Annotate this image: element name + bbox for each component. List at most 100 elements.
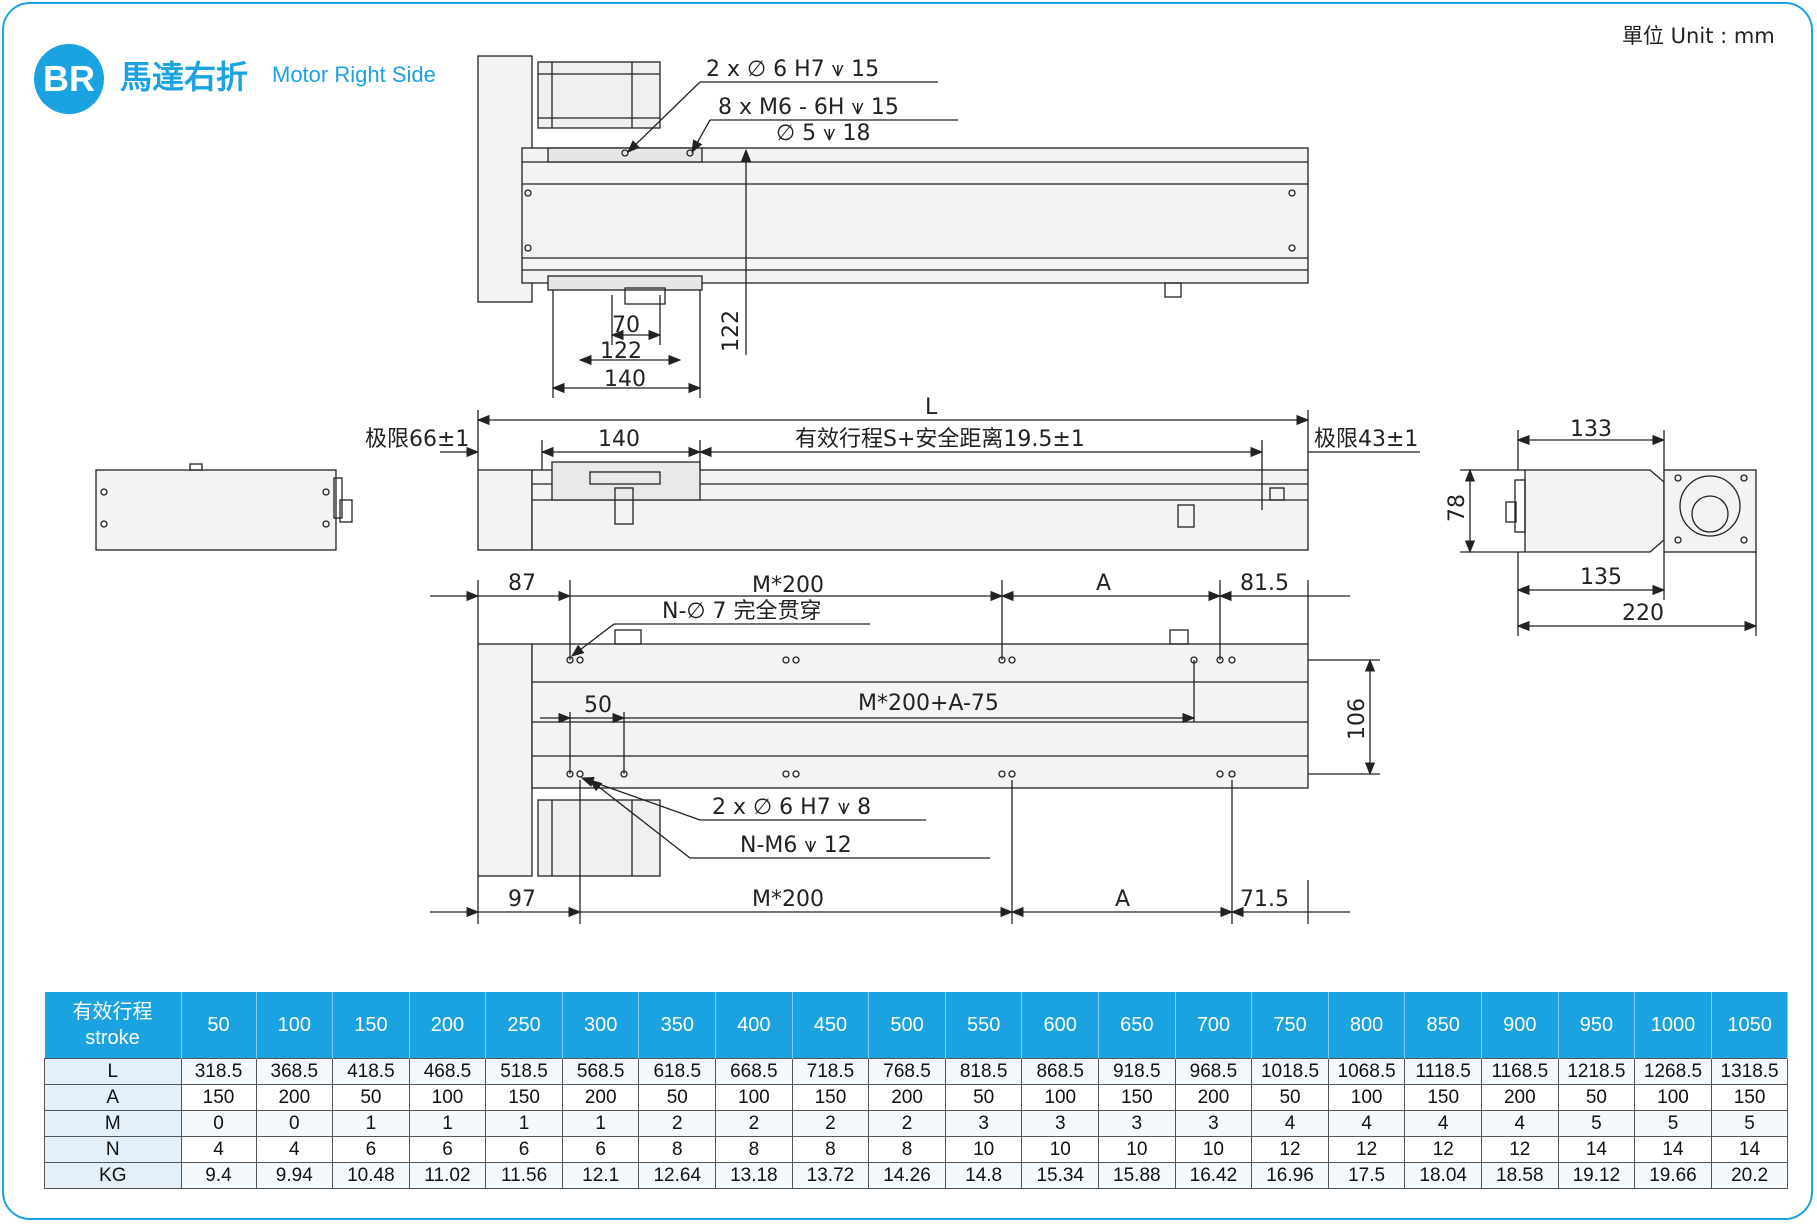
side-dim-140: 140 — [598, 427, 640, 452]
bottom-dim-87: 87 — [508, 571, 536, 596]
bottom-dim-81-5: 81.5 — [1240, 571, 1289, 596]
table-cell: 100 — [1327, 1084, 1406, 1111]
table-cell: 6 — [408, 1136, 487, 1163]
table-header-stroke: 850 — [1404, 992, 1482, 1059]
table-row-label: A — [44, 1084, 182, 1111]
top-tap-note: 8 x M6 - 6H ⩛ 15 — [718, 95, 899, 120]
table-cell: 100 — [1021, 1084, 1100, 1111]
table-cell: 150 — [1098, 1084, 1176, 1111]
table-cell: 12 — [1251, 1136, 1329, 1163]
table-cell: 2 — [868, 1110, 946, 1137]
stroke-label-en: stroke — [85, 1027, 140, 1049]
table-cell: 16.42 — [1174, 1162, 1253, 1189]
table-cell: 368.5 — [255, 1058, 334, 1085]
side-limit-right: 极限43±1 — [1314, 427, 1418, 452]
table-cell: 1118.5 — [1404, 1058, 1482, 1085]
unit-label: 單位 Unit : mm — [1622, 24, 1775, 48]
table-cell: 50 — [944, 1084, 1023, 1111]
table-cell: 150 — [1710, 1084, 1789, 1111]
table-cell: 100 — [408, 1084, 487, 1111]
table-cell: 12 — [1404, 1136, 1482, 1163]
bottom-dim-106: 106 — [1345, 698, 1370, 740]
table-cell: 14 — [1710, 1136, 1789, 1163]
table-cell: 150 — [485, 1084, 563, 1111]
table-cell: 518.5 — [485, 1058, 563, 1085]
model-badge: BR — [34, 44, 104, 114]
table-cell: 6 — [561, 1136, 640, 1163]
table-header-stroke: 300 — [562, 992, 640, 1059]
side-dim-L: L — [925, 395, 938, 420]
table-cell: 1318.5 — [1710, 1058, 1789, 1085]
table-header-stroke: 350 — [638, 992, 717, 1059]
table-cell: 4 — [255, 1136, 334, 1163]
table-cell: 818.5 — [944, 1058, 1023, 1085]
table-cell: 318.5 — [180, 1058, 257, 1085]
table-cell: 768.5 — [868, 1058, 946, 1085]
table-cell: 12.64 — [638, 1162, 717, 1189]
table-cell: 12.1 — [561, 1162, 640, 1189]
table-cell: 8 — [715, 1136, 793, 1163]
table-cell: 4 — [1327, 1110, 1406, 1137]
table-cell: 1168.5 — [1481, 1058, 1559, 1085]
bottom-dim-a-bot: A — [1115, 887, 1130, 912]
table-cell: 968.5 — [1174, 1058, 1253, 1085]
table-cell: 4 — [180, 1136, 257, 1163]
table-row-label: N — [44, 1136, 182, 1163]
bottom-thru-note: N-∅ 7 完全贯穿 — [662, 599, 822, 624]
table-cell: 0 — [255, 1110, 334, 1137]
table-cell: 9.94 — [255, 1162, 334, 1189]
table-cell: 14.8 — [944, 1162, 1023, 1189]
table-header-stroke: 100 — [256, 992, 334, 1059]
bottom-dim-m200-top: M*200 — [752, 573, 824, 598]
side-stroke-label: 有效行程S+安全距离19.5±1 — [795, 427, 1085, 452]
table-cell: 1 — [561, 1110, 640, 1137]
table-cell: 5 — [1557, 1110, 1636, 1137]
table-cell: 4 — [1481, 1110, 1559, 1137]
table-cell: 1 — [332, 1110, 410, 1137]
table-row-label: M — [44, 1110, 182, 1137]
table-cell: 568.5 — [561, 1058, 640, 1085]
bottom-dim-50: 50 — [584, 693, 612, 718]
top-pin-note: 2 x ∅ 6 H7 ⩛ 15 — [706, 57, 879, 82]
table-cell: 668.5 — [715, 1058, 793, 1085]
table-cell: 14 — [1634, 1136, 1712, 1163]
table-cell: 618.5 — [638, 1058, 717, 1085]
table-header-stroke-label: 有效行程 stroke — [44, 992, 182, 1059]
table-cell: 50 — [1557, 1084, 1636, 1111]
table-cell: 6 — [332, 1136, 410, 1163]
bottom-dim-a-top: A — [1096, 571, 1111, 596]
table-header-stroke: 500 — [868, 992, 946, 1059]
table-cell: 718.5 — [791, 1058, 870, 1085]
bottom-pin-note: 2 x ∅ 6 H7 ⩛ 8 — [712, 795, 871, 820]
table-header-stroke: 200 — [409, 992, 487, 1059]
top-dim-122: 122 — [600, 339, 642, 364]
bottom-dim-97: 97 — [508, 887, 536, 912]
table-cell: 8 — [791, 1136, 870, 1163]
table-cell: 200 — [255, 1084, 334, 1111]
table-cell: 13.72 — [791, 1162, 870, 1189]
end-dim-220: 220 — [1622, 601, 1664, 626]
side-view: L 极限66±1 140 有效行程S+安全距离19.5±1 极限43±1 — [365, 395, 1420, 551]
table-cell: 200 — [1481, 1084, 1559, 1111]
table-cell: 20.2 — [1710, 1162, 1789, 1189]
table-cell: 3 — [944, 1110, 1023, 1137]
table-cell: 5 — [1710, 1110, 1789, 1137]
table-cell: 18.04 — [1404, 1162, 1482, 1189]
bottom-dim-71-5: 71.5 — [1240, 887, 1289, 912]
table-header-stroke: 250 — [485, 992, 563, 1059]
table-cell: 10 — [1098, 1136, 1176, 1163]
top-dim-122-vertical: 122 — [719, 310, 744, 352]
page-title-en: Motor Right Side — [272, 62, 436, 87]
table-header-stroke: 400 — [715, 992, 793, 1059]
table-cell: 17.5 — [1327, 1162, 1406, 1189]
table-cell: 3 — [1098, 1110, 1176, 1137]
table-cell: 1068.5 — [1327, 1058, 1406, 1085]
table-cell: 50 — [1251, 1084, 1329, 1111]
table-cell: 10 — [1174, 1136, 1253, 1163]
table-cell: 918.5 — [1098, 1058, 1176, 1085]
